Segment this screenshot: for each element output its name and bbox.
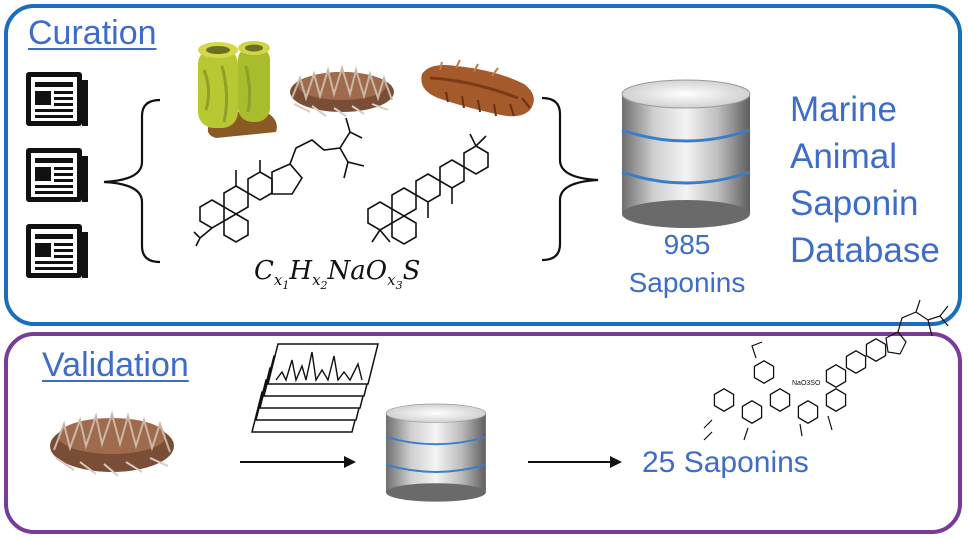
saponin-count: 985 Saponins <box>612 226 762 302</box>
database-icon <box>384 402 488 503</box>
triterpene-structure <box>367 133 489 245</box>
validation-title: Validation <box>42 346 189 384</box>
database-title-line: Animal <box>790 137 897 176</box>
steroid-structure <box>193 117 365 247</box>
arrow <box>240 456 356 468</box>
curation-title: Curation <box>28 14 157 52</box>
left-brace <box>103 98 161 264</box>
database-title-line: Marine <box>790 90 897 129</box>
starfish-image <box>290 64 394 117</box>
database-title: Marine Animal Saponin Database <box>790 86 940 274</box>
database-icon <box>620 78 752 230</box>
spectra-icon <box>251 343 379 433</box>
database-title-line: Saponin <box>790 184 919 223</box>
saponin-count-label: Saponins <box>628 267 746 298</box>
right-brace <box>541 96 599 262</box>
sea-cucumber-image <box>421 59 534 117</box>
validated-saponin-count: 25 Saponins <box>642 446 809 479</box>
document-icon <box>26 72 88 278</box>
saponin-count-number: 985 <box>663 229 711 260</box>
structure-label: NaO3SO <box>792 380 821 387</box>
saponin-structure <box>703 299 949 441</box>
arrow <box>528 456 622 468</box>
molecular-formula: Cx1Hx2NaOx3S <box>254 256 421 293</box>
starfish-image <box>50 410 174 477</box>
sponge-image <box>198 41 277 138</box>
database-title-line: Database <box>790 231 940 270</box>
curation-panel <box>4 4 962 326</box>
